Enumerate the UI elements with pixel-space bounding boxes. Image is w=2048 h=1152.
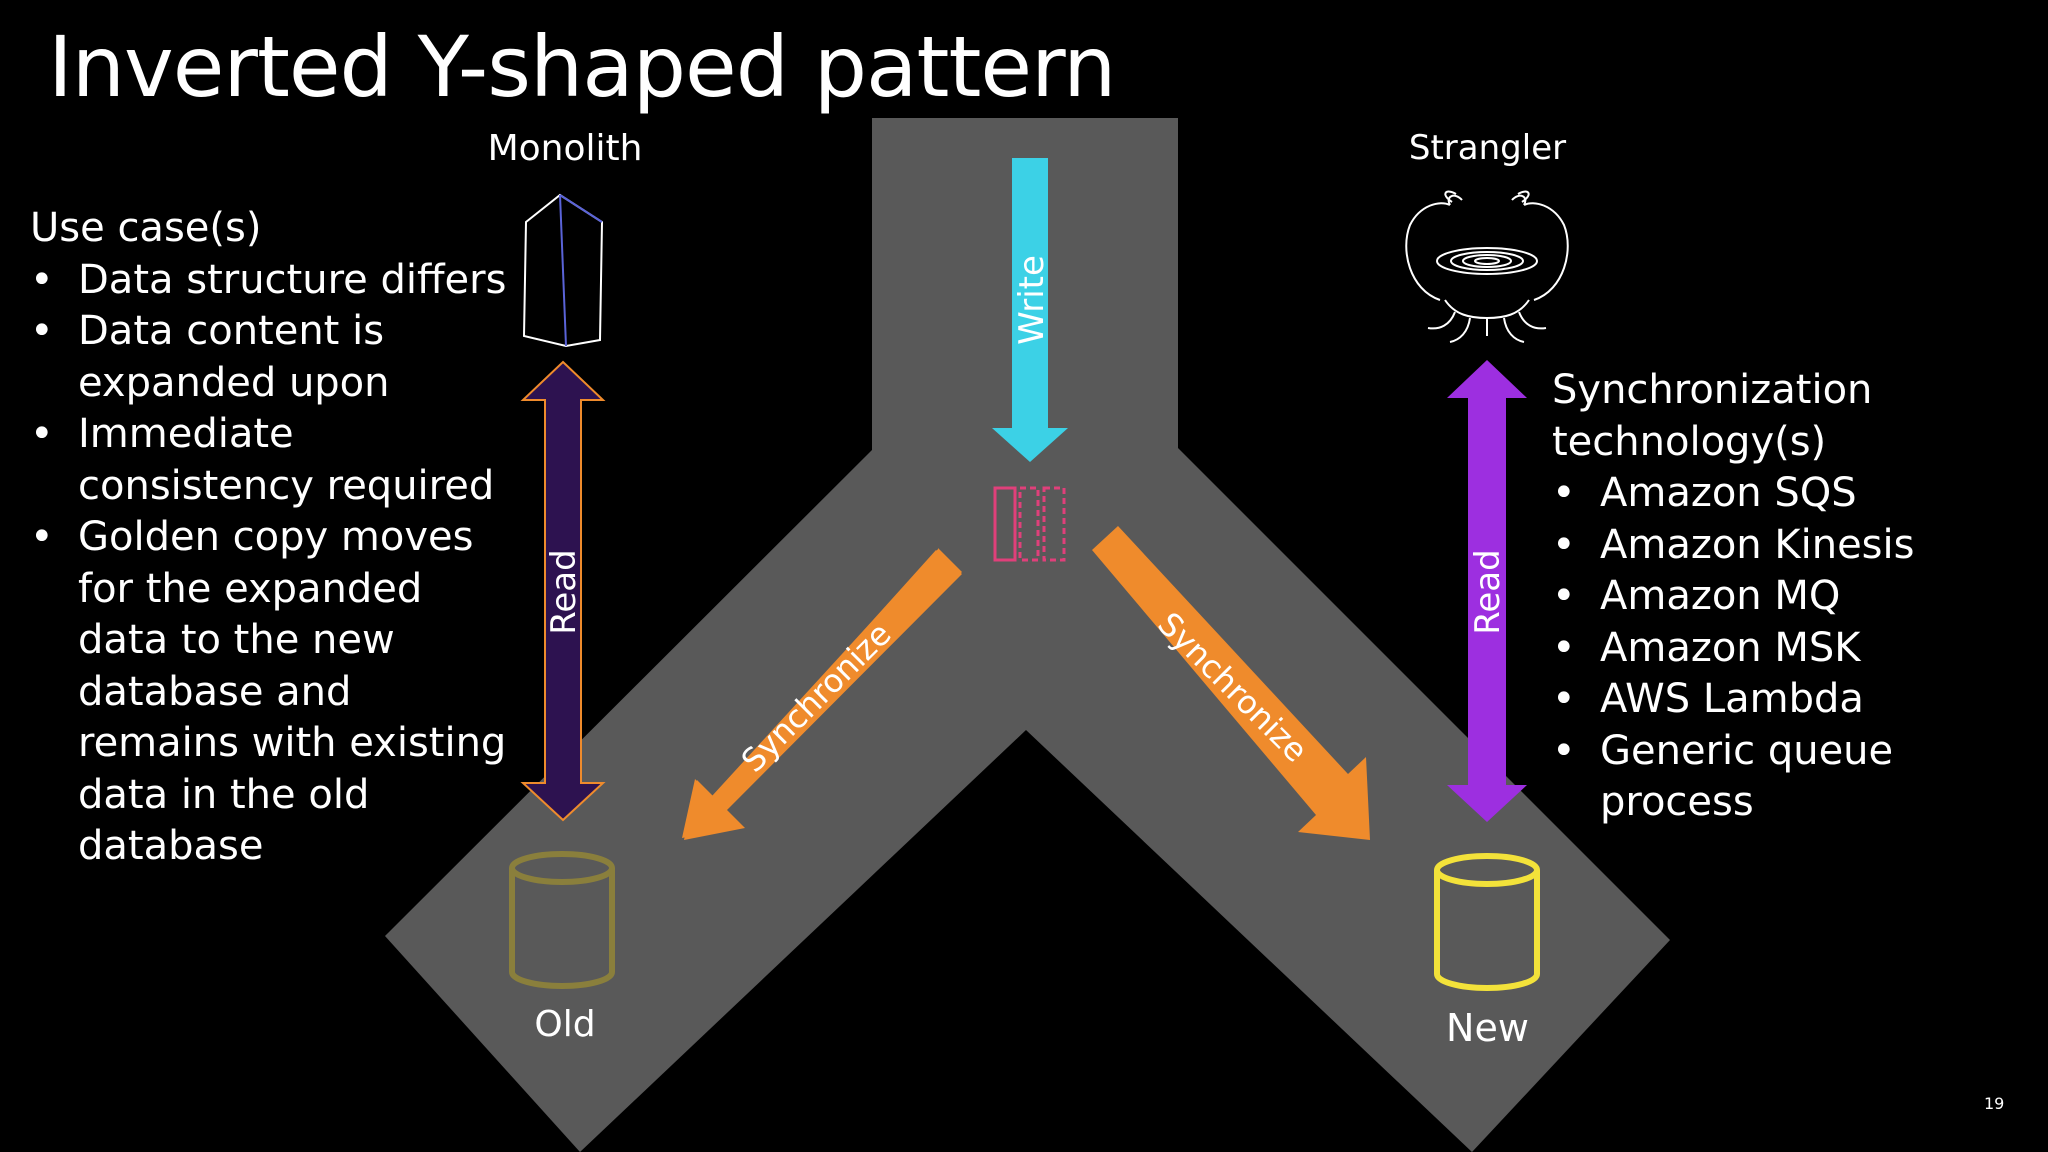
read-left-label: Read [544, 549, 584, 634]
list-item: Amazon MSK [1552, 623, 2042, 675]
list-item: Data content is expanded upon [30, 306, 510, 409]
list-item: Generic queue process [1552, 726, 2042, 829]
monolith-label: Monolith [470, 128, 660, 169]
list-item: Amazon SQS [1552, 468, 2042, 520]
strangler-icon [1406, 192, 1568, 342]
list-item: Amazon MQ [1552, 571, 2042, 623]
use-cases-list: Data structure differs Data content is e… [30, 255, 510, 873]
list-item: Golden copy moves for the expanded data … [30, 512, 510, 873]
slide-title: Inverted Y-shaped pattern [48, 18, 1115, 116]
sync-tech-panel: Synchronization technology(s) Amazon SQS… [1552, 365, 2042, 829]
read-right-label: Read [1468, 549, 1508, 634]
sync-tech-heading: Synchronization technology(s) [1552, 365, 1882, 468]
use-cases-panel: Use case(s) Data structure differs Data … [30, 203, 510, 873]
list-item: AWS Lambda [1552, 674, 2042, 726]
use-cases-heading: Use case(s) [30, 203, 510, 255]
old-db-label: Old [505, 1004, 625, 1045]
strangler-label: Strangler [1390, 128, 1585, 168]
new-db-label: New [1425, 1006, 1550, 1050]
monolith-icon [524, 195, 602, 346]
sync-tech-list: Amazon SQS Amazon Kinesis Amazon MQ Amaz… [1552, 468, 2042, 829]
page-number: 19 [1984, 1094, 2004, 1113]
write-label: Write [1012, 255, 1052, 345]
list-item: Immediate consistency required [30, 409, 510, 512]
list-item: Amazon Kinesis [1552, 520, 2042, 572]
list-item: Data structure differs [30, 255, 510, 307]
